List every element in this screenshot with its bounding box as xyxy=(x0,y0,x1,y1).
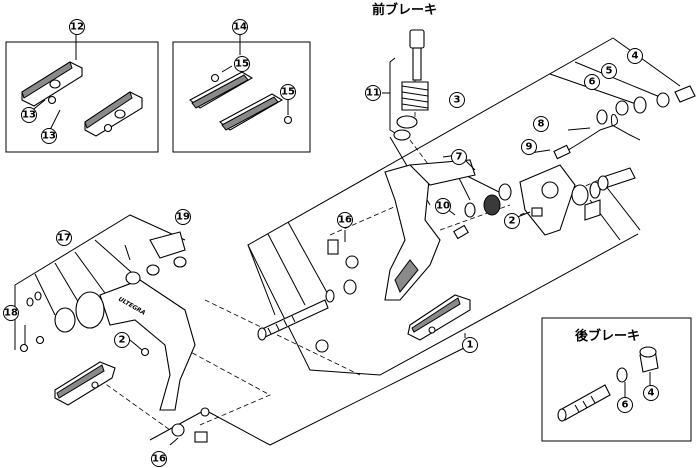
svg-text:19: 19 xyxy=(176,212,190,223)
front-brake-title: 前ブレーキ xyxy=(372,2,437,18)
front-brake-shoe xyxy=(407,294,471,341)
svg-text:14: 14 xyxy=(233,22,247,33)
svg-text:7: 7 xyxy=(456,152,463,163)
callout-14: 14 xyxy=(232,19,248,35)
callout-6-rear: 6 xyxy=(617,397,633,413)
callout-6-front: 6 xyxy=(584,74,600,90)
svg-text:6: 6 xyxy=(589,77,596,88)
callout-2-front: 2 xyxy=(504,213,520,229)
svg-text:12: 12 xyxy=(70,22,84,33)
svg-text:15: 15 xyxy=(281,87,295,98)
cartridge-inserts-14 xyxy=(189,35,293,131)
callout-15-top: 15 xyxy=(234,56,250,72)
callout-19: 19 xyxy=(175,209,191,225)
assembly-bracket-lines xyxy=(247,37,681,376)
brake-shoe-set-12 xyxy=(21,35,143,137)
callout-8: 8 xyxy=(533,116,549,132)
return-spring-8 xyxy=(559,114,641,156)
svg-text:6: 6 xyxy=(622,400,629,411)
callout-7: 7 xyxy=(451,149,467,165)
callout-16-front: 16 xyxy=(337,212,353,228)
svg-text:10: 10 xyxy=(436,201,450,212)
inset-box-brake-shoe-set xyxy=(5,41,159,153)
callout-12: 12 xyxy=(69,19,85,35)
svg-text:16: 16 xyxy=(152,454,166,465)
callout-leaders xyxy=(24,127,591,446)
callout-16-rear: 16 xyxy=(151,451,167,467)
mounting-bolt-front xyxy=(257,239,359,353)
svg-text:15: 15 xyxy=(235,59,249,70)
svg-text:3: 3 xyxy=(454,95,461,106)
inset-box-rear-brake xyxy=(541,317,692,442)
callout-10: 10 xyxy=(435,198,451,214)
callout-3: 3 xyxy=(449,92,465,108)
rear-brake-title: 後ブレーキ xyxy=(575,328,640,344)
callout-4-front: 4 xyxy=(627,48,643,64)
svg-text:5: 5 xyxy=(606,66,613,77)
front-hardware xyxy=(453,85,696,240)
callout-1: 1 xyxy=(462,337,478,353)
svg-text:11: 11 xyxy=(366,88,380,99)
svg-text:9: 9 xyxy=(526,142,533,153)
callout-18: 18 xyxy=(3,305,19,321)
svg-text:2: 2 xyxy=(119,335,126,346)
callout-11: 11 xyxy=(365,85,381,101)
callout-2-rear: 2 xyxy=(114,332,130,348)
callout-4-rear: 4 xyxy=(643,385,659,401)
callout-15-right: 15 xyxy=(280,84,296,100)
rear-hardware xyxy=(19,291,210,443)
callout-13-left: 13 xyxy=(21,107,37,123)
caliper-plate-front xyxy=(519,164,636,236)
callout-13-right: 13 xyxy=(41,128,57,144)
svg-text:13: 13 xyxy=(42,131,56,142)
callout-9: 9 xyxy=(521,139,537,155)
svg-text:18: 18 xyxy=(4,308,18,319)
svg-text:8: 8 xyxy=(538,119,545,130)
callout-5: 5 xyxy=(601,63,617,79)
svg-text:2: 2 xyxy=(509,216,516,227)
svg-text:13: 13 xyxy=(22,110,36,121)
svg-text:4: 4 xyxy=(632,51,639,62)
svg-text:4: 4 xyxy=(648,388,655,399)
rear-brake-arm: ULTEGRA xyxy=(54,231,196,411)
adjusting-barrel-11 xyxy=(382,29,429,141)
callout-17: 17 xyxy=(56,230,72,246)
front-brake-arm xyxy=(384,159,476,301)
svg-text:16: 16 xyxy=(338,215,352,226)
rear-mounting-bolt xyxy=(557,346,659,422)
rear-brake-shoe xyxy=(54,361,116,406)
svg-text:1: 1 xyxy=(467,340,474,351)
svg-text:17: 17 xyxy=(57,233,71,244)
inset-box-cartridge-insert xyxy=(172,41,311,153)
pin-9 xyxy=(553,144,571,160)
